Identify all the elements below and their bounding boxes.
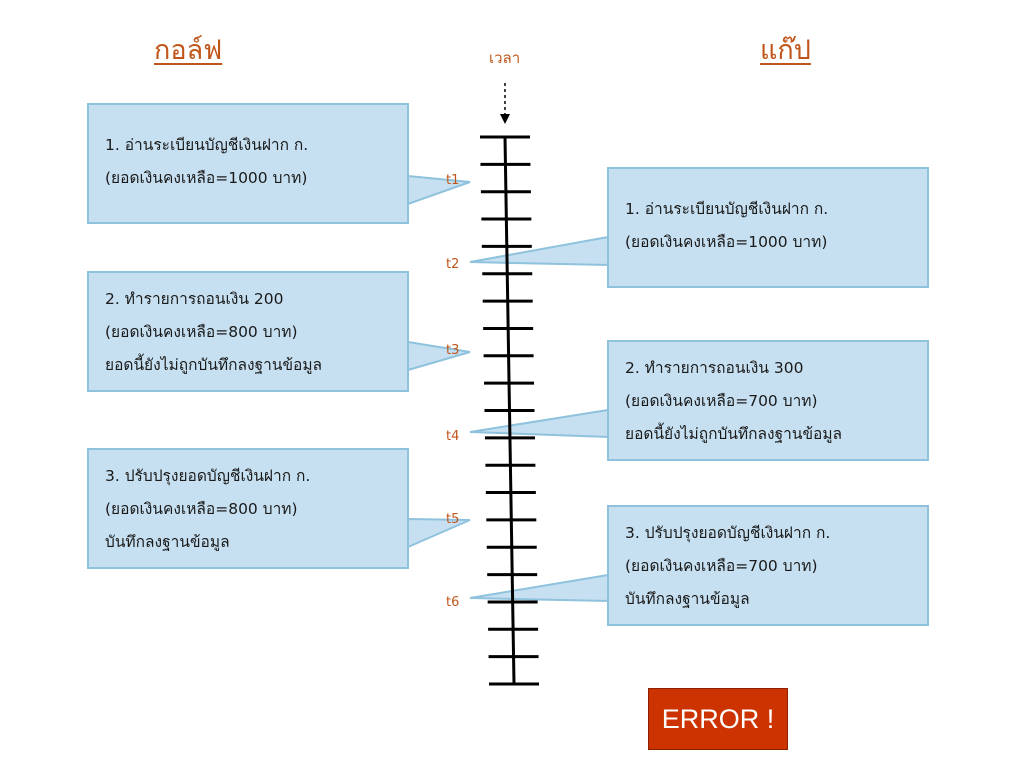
- tick-label-t6: t6: [446, 595, 460, 610]
- right-callout-tail-3: [469, 573, 609, 603]
- left-step-1-line-2: (ยอดเงินคงเหลือ=1000 บาท): [105, 169, 308, 187]
- right-step-2-line-2: (ยอดเงินคงเหลือ=700 บาท): [625, 392, 818, 410]
- left-step-3-box: 3. ปรับปรุงยอดบัญชีเงินฝาก ก. (ยอดเงินคง…: [87, 448, 409, 569]
- right-step-2-line-1: 2. ทำรายการถอนเงิน 300: [625, 359, 804, 377]
- right-callout-tail-1: [469, 235, 609, 267]
- time-label: เวลา: [489, 49, 521, 67]
- right-step-2-box: 2. ทำรายการถอนเงิน 300 (ยอดเงินคงเหลือ=7…: [607, 340, 929, 461]
- tick-label-t1: t1: [446, 173, 460, 188]
- right-step-1-box: 1. อ่านระเบียนบัญชีเงินฝาก ก. (ยอดเงินคง…: [607, 167, 929, 288]
- left-callout-tail-2: [407, 340, 471, 372]
- error-badge: ERROR !: [648, 688, 788, 750]
- left-step-2-line-2: (ยอดเงินคงเหลือ=800 บาท): [105, 323, 298, 341]
- heading-gap: แก๊ป: [760, 35, 811, 66]
- tick-label-t5: t5: [446, 512, 460, 527]
- left-step-2-box: 2. ทำรายการถอนเงิน 200 (ยอดเงินคงเหลือ=8…: [87, 271, 409, 392]
- right-step-3-box: 3. ปรับปรุงยอดบัญชีเงินฝาก ก. (ยอดเงินคง…: [607, 505, 929, 626]
- right-step-3-line-3: บันทึกลงฐานข้อมูล: [625, 590, 750, 608]
- right-step-3-line-2: (ยอดเงินคงเหลือ=700 บาท): [625, 557, 818, 575]
- time-axis-rungs: [480, 135, 539, 686]
- left-step-2-line-3: ยอดนี้ยังไม่ถูกบันทึกลงฐานข้อมูล: [105, 356, 323, 374]
- right-step-2-line-3: ยอดนี้ยังไม่ถูกบันทึกลงฐานข้อมูล: [625, 425, 843, 443]
- left-step-3-line-1: 3. ปรับปรุงยอดบัญชีเงินฝาก ก.: [105, 467, 311, 485]
- right-step-1-line-2: (ยอดเงินคงเหลือ=1000 บาท): [625, 233, 828, 251]
- left-callout-tail-1: [407, 174, 471, 206]
- right-step-3-line-1: 3. ปรับปรุงยอดบัญชีเงินฝาก ก.: [625, 524, 831, 542]
- heading-golf: กอล์ฟ: [154, 35, 223, 66]
- left-step-1-line-1: 1. อ่านระเบียนบัญชีเงินฝาก ก.: [105, 136, 309, 154]
- left-step-3-line-3: บันทึกลงฐานข้อมูล: [105, 533, 230, 551]
- left-step-1-box: 1. อ่านระเบียนบัญชีเงินฝาก ก. (ยอดเงินคง…: [87, 103, 409, 224]
- tick-label-t3: t3: [446, 343, 460, 358]
- tick-label-t4: t4: [446, 429, 460, 444]
- right-callout-tail-2: [469, 408, 609, 439]
- left-step-3-line-2: (ยอดเงินคงเหลือ=800 บาท): [105, 500, 298, 518]
- time-arrow-head: [500, 114, 510, 124]
- right-step-1-line-1: 1. อ่านระเบียนบัญชีเงินฝาก ก.: [625, 200, 829, 218]
- tick-label-t2: t2: [446, 257, 460, 272]
- left-callout-tail-3: [407, 517, 471, 549]
- left-step-2-line-1: 2. ทำรายการถอนเงิน 200: [105, 290, 284, 308]
